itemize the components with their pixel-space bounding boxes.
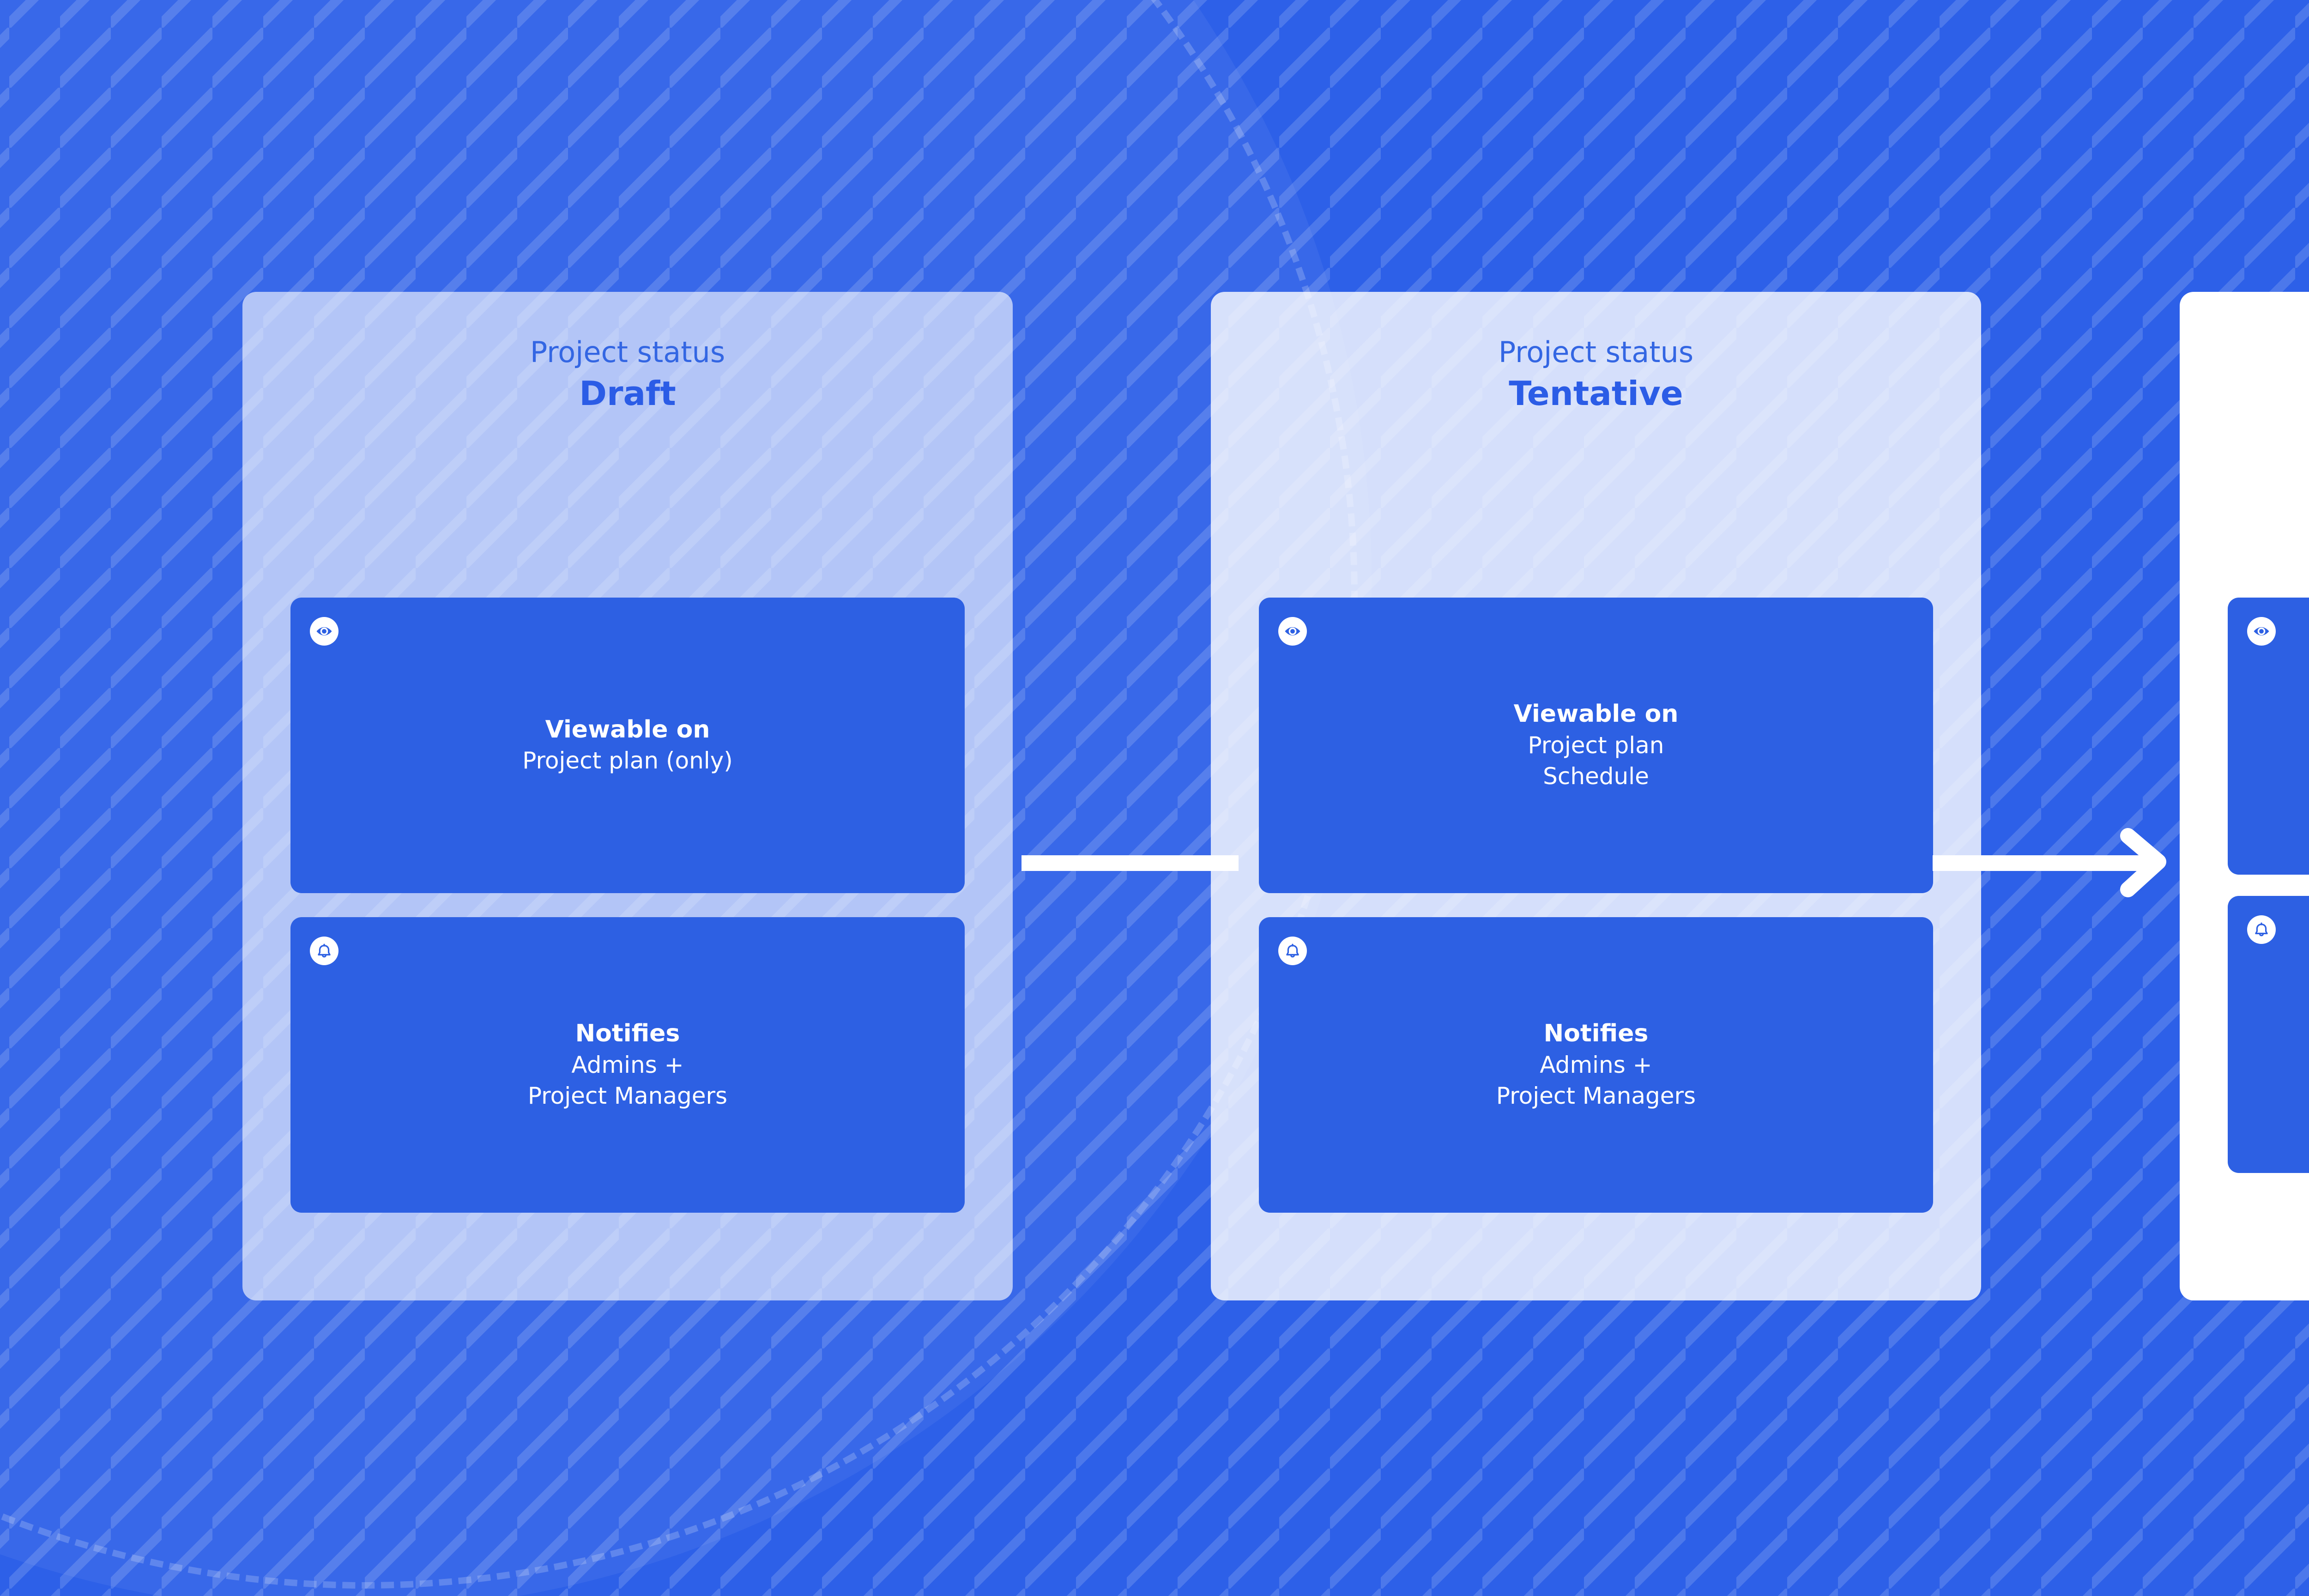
panel-line-list: Admins + Project Managers — [1496, 1051, 1696, 1110]
panel-line-list: Project plan (only) — [522, 747, 733, 775]
status-card-draft[interactable]: Project status Draft Viewable on Project… — [242, 292, 1013, 1300]
panel-line-list: Admins + Project Managers — [528, 1051, 727, 1110]
eye-icon — [1278, 617, 1307, 646]
panel-viewable-on[interactable]: Viewable on Project plan (only) — [290, 598, 965, 893]
panel-notifies[interactable]: Notifies Admins + Project Managers + Mem… — [2228, 896, 2309, 1173]
panel-title: Notifies — [575, 1020, 680, 1048]
panel-list-draft: Viewable on Project plan (only) Notifies… — [290, 598, 965, 1213]
panel-line: Admins + — [1540, 1051, 1652, 1078]
panel-line: Project Managers — [1496, 1082, 1696, 1109]
eye-icon — [2247, 617, 2276, 646]
bell-icon — [2247, 915, 2276, 944]
panel-title: Notifies — [1543, 1020, 1649, 1048]
card-status-name: Tentative — [1509, 374, 1683, 413]
panel-notifies[interactable]: Notifies Admins + Project Managers — [1259, 917, 1933, 1213]
panel-viewable-on[interactable]: Viewable on Project plan Schedule Log ti… — [2228, 598, 2309, 875]
panel-notifies[interactable]: Notifies Admins + Project Managers — [290, 917, 965, 1213]
eye-icon — [310, 617, 338, 646]
panel-title: Viewable on — [545, 715, 710, 744]
panel-line: Project plan — [1528, 732, 1664, 759]
connector-tentative-to-confirmed — [1933, 855, 2154, 871]
panel-viewable-on[interactable]: Viewable on Project plan Schedule — [1259, 598, 1933, 893]
panel-line: Project plan (only) — [522, 747, 733, 774]
card-eyebrow-label: Project status — [530, 335, 725, 369]
bell-icon — [310, 937, 338, 965]
card-header-tentative: Project status Tentative — [1211, 292, 1981, 1300]
panel-list-confirmed: Viewable on Project plan Schedule Log ti… — [2228, 598, 2309, 1173]
panel-line: Schedule — [1543, 762, 1649, 790]
panel-title: Viewable on — [1513, 700, 1679, 728]
card-eyebrow-label: Project status — [1498, 335, 1694, 369]
bell-icon — [1278, 937, 1307, 965]
status-card-tentative[interactable]: Project status Tentative Viewable on Pro… — [1211, 292, 1981, 1300]
card-header-draft: Project status Draft — [242, 292, 1013, 1300]
panel-list-tentative: Viewable on Project plan Schedule Notifi… — [1259, 598, 1933, 1213]
panel-line: Admins + — [571, 1051, 684, 1078]
panel-line-list: Project plan Schedule — [1528, 732, 1664, 791]
connector-draft-to-tentative — [1022, 855, 1239, 871]
card-status-name: Draft — [579, 374, 676, 413]
status-card-confirmed[interactable]: Project status Confirmed Viewable on Pro… — [2180, 292, 2309, 1300]
panel-line: Project Managers — [527, 1082, 728, 1109]
